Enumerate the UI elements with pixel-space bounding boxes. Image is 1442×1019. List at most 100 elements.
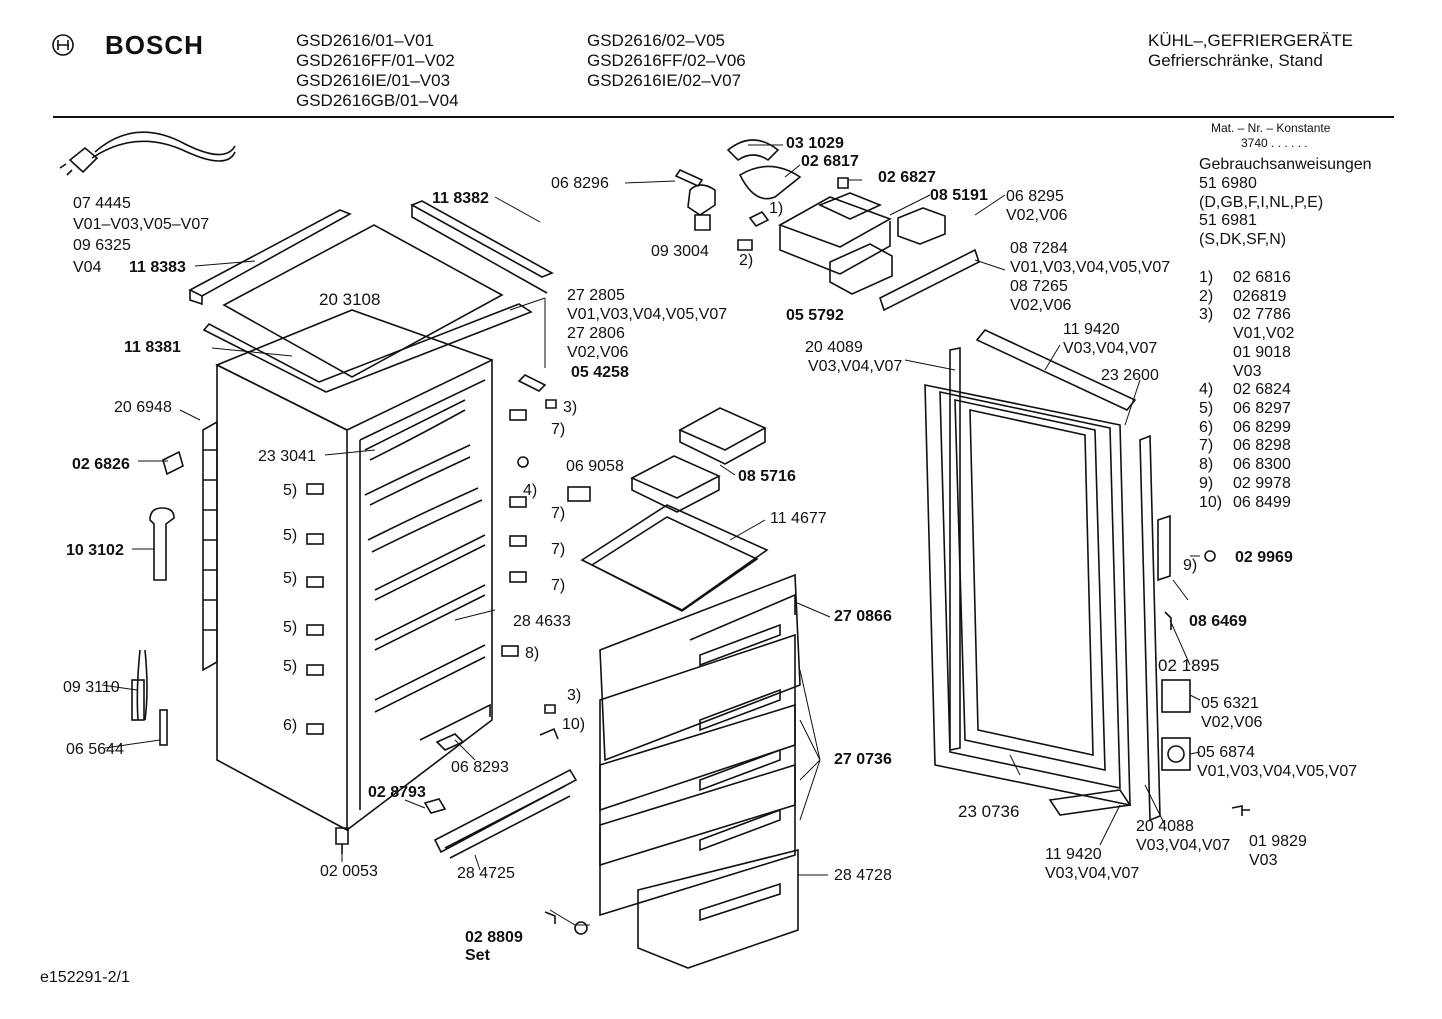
part-label: 11 4677 bbox=[770, 510, 827, 527]
part-label: 11 9420 bbox=[1063, 321, 1120, 338]
temperature-sensor bbox=[159, 709, 168, 746]
part-label: 11 8382 bbox=[432, 190, 489, 207]
part-label: 02 6827 bbox=[878, 169, 936, 186]
part-label: 01 9829 bbox=[1249, 833, 1307, 850]
bosch-logo-icon bbox=[52, 34, 74, 56]
legend-val: 06 8298 bbox=[1233, 437, 1291, 454]
part-label: 09 3110 bbox=[63, 679, 120, 696]
callout: 5) bbox=[283, 527, 298, 544]
part-label: 20 6948 bbox=[114, 399, 172, 416]
part-label: 28 4725 bbox=[457, 865, 515, 882]
part-label: 05 6874 bbox=[1197, 744, 1255, 761]
condenser-coil bbox=[202, 420, 218, 672]
part-variant: V01,V03,V04,V05,V07 bbox=[1197, 763, 1358, 780]
foot-028793 bbox=[423, 798, 447, 814]
callout: 8) bbox=[525, 645, 540, 662]
part-variant: V02,V06 bbox=[1006, 207, 1068, 224]
drawer-284728 bbox=[637, 848, 799, 969]
part-label: 27 2806 bbox=[567, 325, 625, 342]
top-rail-right bbox=[410, 200, 554, 294]
switch-068295 bbox=[897, 207, 946, 245]
legend-val: 01 9018 bbox=[1233, 344, 1291, 361]
callout: 3) bbox=[567, 687, 582, 704]
part-3-lower bbox=[544, 704, 556, 714]
legend-num: 3) bbox=[1199, 306, 1214, 323]
door-inner-panel bbox=[954, 399, 1106, 771]
legend-num: 8) bbox=[1199, 456, 1214, 473]
model-4: GSD2616GB/01–V04 bbox=[296, 91, 459, 110]
screw-026827 bbox=[837, 177, 849, 189]
manual-1: 51 6980 bbox=[1199, 175, 1257, 192]
part-label: 27 0736 bbox=[834, 751, 892, 768]
callout: 4) bbox=[523, 482, 538, 499]
cabinet-body bbox=[215, 309, 493, 832]
legend-num: 6) bbox=[1199, 419, 1214, 436]
callout: 1) bbox=[769, 200, 784, 217]
part-10 bbox=[539, 727, 559, 740]
capillary-tube bbox=[131, 649, 148, 721]
part-variant: V03,V04,V07 bbox=[1063, 340, 1158, 357]
glass-shelf bbox=[580, 504, 769, 612]
part-label: 09 3004 bbox=[651, 243, 709, 260]
part-label: 05 6321 bbox=[1201, 695, 1259, 712]
callout: 7) bbox=[551, 505, 566, 522]
part-label: 02 6817 bbox=[801, 153, 859, 170]
ice-pack-2 bbox=[630, 455, 721, 513]
part-label: 05 4258 bbox=[571, 364, 629, 381]
clip-7-d bbox=[509, 571, 527, 583]
model-3: GSD2616IE/01–V03 bbox=[296, 71, 451, 90]
power-cord bbox=[59, 131, 236, 176]
callout: 5) bbox=[283, 570, 298, 587]
door-seal-strip-204089 bbox=[949, 347, 961, 751]
door-bottom-trim bbox=[1048, 789, 1132, 816]
part-label: 08 5191 bbox=[930, 187, 988, 204]
drawer-270736-c bbox=[599, 763, 796, 917]
door-handle bbox=[1157, 514, 1171, 582]
part-label: 06 8296 bbox=[551, 175, 609, 192]
legend-val: 06 8297 bbox=[1233, 400, 1291, 417]
part-label: Set bbox=[465, 947, 490, 964]
callout: 7) bbox=[551, 541, 566, 558]
door-label-056321 bbox=[1161, 679, 1191, 713]
part-variant: V02,V06 bbox=[567, 344, 629, 361]
legend-num: 10) bbox=[1199, 494, 1223, 511]
legend-val: 02 9978 bbox=[1233, 475, 1291, 492]
part-label: 08 7284 bbox=[1010, 240, 1068, 257]
part-label: 20 4089 bbox=[805, 339, 863, 356]
part-label: 03 1029 bbox=[786, 135, 844, 152]
footer-code: e152291-2/1 bbox=[40, 969, 130, 986]
legend-num: 7) bbox=[1199, 437, 1214, 454]
control-housing-085191 bbox=[778, 192, 892, 275]
part-label: 02 6826 bbox=[72, 456, 130, 473]
mat-value: 3740 . . . . . . bbox=[1241, 136, 1308, 150]
model-7: GSD2616IE/02–V07 bbox=[587, 71, 742, 90]
legend-num: 2) bbox=[1199, 288, 1214, 305]
part-label: 07 4445 bbox=[73, 195, 131, 212]
model-1: GSD2616/01–V01 bbox=[296, 31, 434, 50]
clip-7-a bbox=[509, 409, 527, 421]
drawer-270866 bbox=[599, 573, 801, 762]
part-label: 05 5792 bbox=[786, 307, 844, 324]
part-variant: V03,V04,V07 bbox=[1136, 837, 1231, 854]
part-label: 02 9969 bbox=[1235, 549, 1293, 566]
part-variant: V02,V06 bbox=[1010, 297, 1072, 314]
legend-num: 5) bbox=[1199, 400, 1214, 417]
part-label: 27 0866 bbox=[834, 608, 892, 625]
manual-2: 51 6981 bbox=[1199, 212, 1257, 229]
part-label: 23 2600 bbox=[1101, 367, 1159, 384]
part-label: 11 9420 bbox=[1045, 846, 1102, 863]
callout: 5) bbox=[283, 658, 298, 675]
part-label: 06 5644 bbox=[66, 741, 124, 758]
clip-7-c bbox=[509, 535, 527, 547]
door-top-cap bbox=[975, 329, 1137, 411]
top-cover-plate bbox=[222, 224, 504, 378]
model-2: GSD2616FF/01–V02 bbox=[296, 51, 455, 70]
model-6: GSD2616FF/02–V06 bbox=[587, 51, 746, 70]
part-4 bbox=[517, 456, 529, 468]
part-1-clip bbox=[748, 210, 770, 228]
part-label: 20 4088 bbox=[1136, 818, 1194, 835]
part-label: 11 8383 bbox=[129, 259, 186, 276]
callout: 2) bbox=[739, 252, 754, 269]
clip-5-d bbox=[306, 624, 324, 636]
screw-019829 bbox=[1231, 805, 1250, 816]
